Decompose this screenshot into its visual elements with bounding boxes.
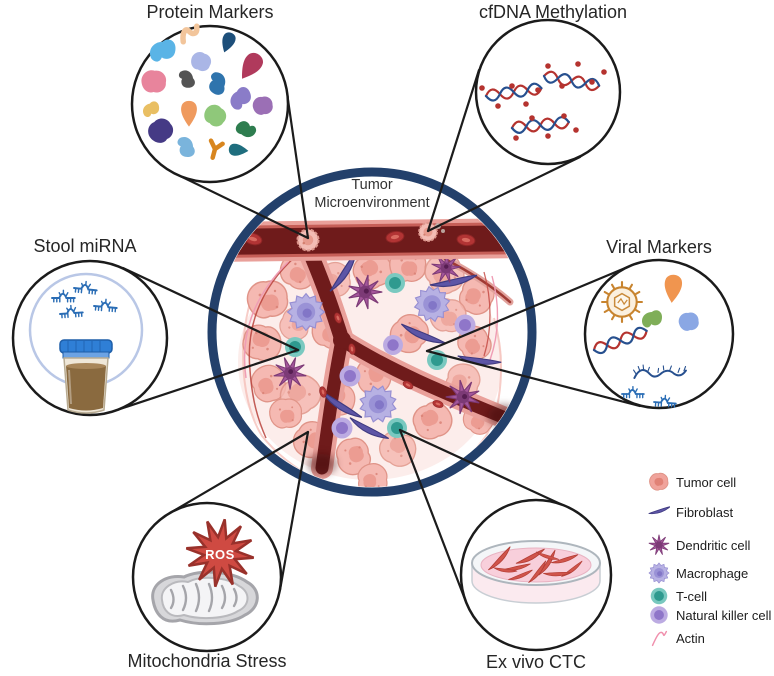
- legend-item-natural-killer-cell: Natural killer cell: [648, 603, 771, 627]
- cfdna-methylation-label: cfDNA Methylation: [478, 2, 628, 22]
- ros-label: ROS: [205, 547, 235, 562]
- stool-mirna-circle: [11, 259, 169, 417]
- tme-title-line2: Microenvironment: [314, 195, 430, 211]
- nk-cell: [339, 365, 361, 387]
- vessel-tip-shadow: [308, 454, 336, 474]
- cfdna-methylation-circle: [474, 18, 622, 166]
- t-cell: [385, 273, 405, 293]
- legend-item-dendritic-cell: Dendritic cell: [648, 533, 750, 557]
- stool-jar-icon: [59, 339, 113, 414]
- legend-label: Tumor cell: [676, 474, 737, 490]
- legend-item-tumor-cell: Tumor cell: [648, 470, 736, 494]
- protein-blob: [252, 96, 273, 115]
- mitochondrion-icon: [151, 570, 259, 626]
- fibroblast-icon: [648, 501, 670, 519]
- tme-title-line1: Tumor: [351, 177, 393, 193]
- legend-item-actin: Actin: [648, 626, 705, 650]
- ex-vivo-ctc-circle: [459, 498, 613, 652]
- protein-markers-circle: [130, 26, 290, 184]
- callout-lines: [112, 68, 642, 604]
- viral-markers-label: Viral Markers: [606, 237, 712, 257]
- viral-markers-circle: [583, 258, 735, 410]
- mitochondria-stress-label: Mitochondria Stress: [127, 651, 287, 671]
- ex-vivo-ctc-label: Ex vivo CTC: [485, 652, 586, 672]
- tme-circle: [207, 167, 537, 497]
- petri-dish-icon: [471, 540, 601, 604]
- legend-item-t-cell: T-cell: [648, 584, 707, 608]
- nk-cell: [331, 417, 353, 439]
- t-cell-icon: [650, 587, 668, 605]
- mitochondria-stress-circle: [131, 501, 283, 653]
- legend-label: Actin: [676, 630, 705, 646]
- legend-item-fibroblast: Fibroblast: [648, 500, 733, 524]
- legend-label: Fibroblast: [676, 504, 734, 520]
- t-cell: [387, 418, 407, 438]
- ctc-fragment: [441, 229, 445, 233]
- dendritic-cell-icon: [648, 534, 670, 556]
- stool-mirna-label: Stool miRNA: [33, 236, 137, 256]
- legend-item-macrophage: Macrophage: [648, 561, 748, 585]
- methyl-group-dots: [479, 61, 607, 141]
- legend-label: T-cell: [676, 588, 708, 604]
- actin-icon: [651, 630, 668, 647]
- tme-title: Tumor Microenvironment: [272, 176, 472, 212]
- natural-killer-cell-icon: [650, 606, 668, 624]
- macrophage-icon: [648, 562, 670, 584]
- nk-cell: [383, 335, 403, 355]
- tumor-cell-icon: [649, 472, 669, 491]
- methylated-dna-icon: [479, 61, 607, 141]
- legend-label: Natural killer cell: [676, 607, 772, 623]
- legend-label: Dendritic cell: [676, 537, 751, 553]
- main-blood-vessel: [217, 218, 527, 262]
- protein-markers-label: Protein Markers: [146, 2, 274, 22]
- legend-label: Macrophage: [676, 565, 749, 581]
- cell-type-legend: Tumor cell Fibroblast Dendritic cell Mac…: [648, 0, 774, 676]
